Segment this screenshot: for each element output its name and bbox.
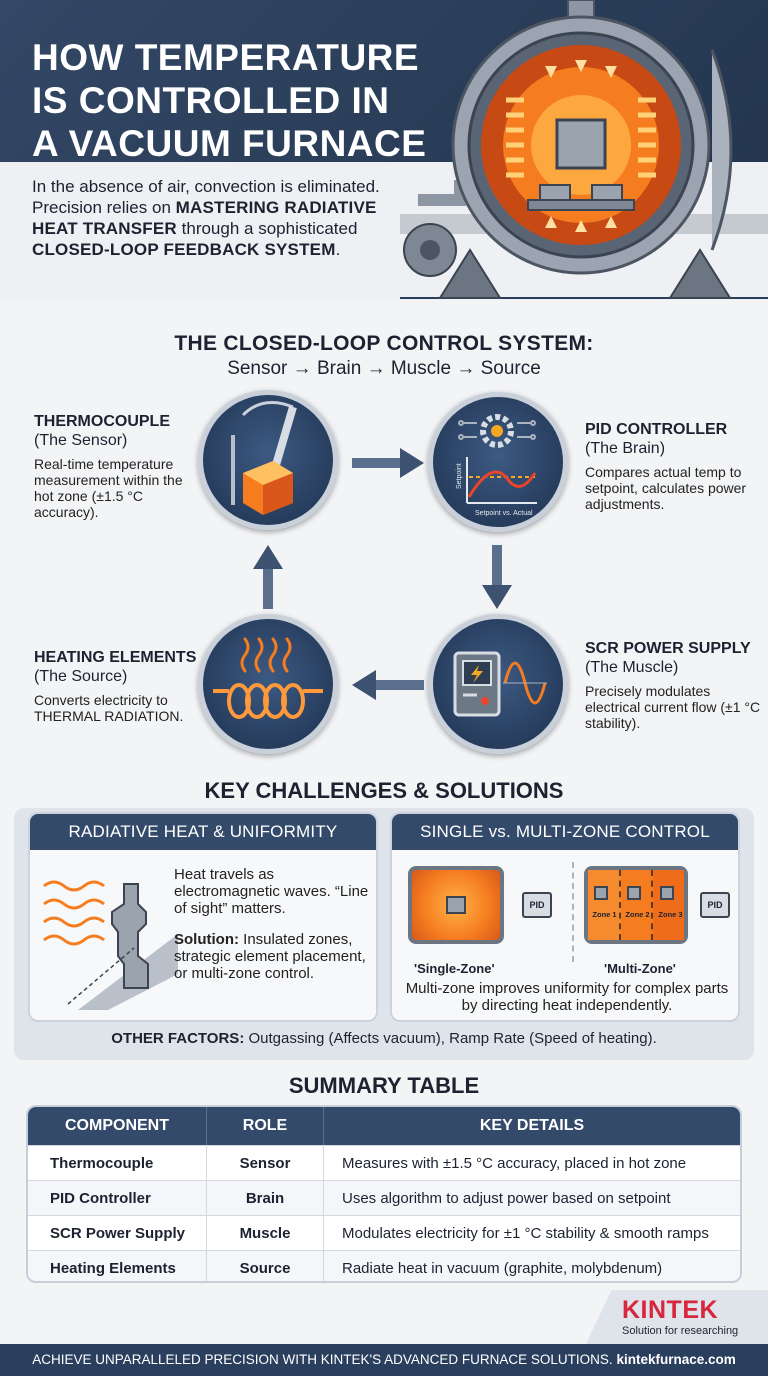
arrow-left-icon — [352, 670, 424, 700]
zone-control-panel-title: SINGLE vs. MULTI-ZONE CONTROL — [392, 814, 738, 850]
svg-text:Setpoint: Setpoint — [456, 463, 463, 489]
table-row: Heating Elements Source Radiate heat in … — [28, 1250, 740, 1281]
arrow-up-icon — [253, 545, 283, 609]
loop-section-subtitle: Sensor → Brain → Muscle → Source — [227, 358, 541, 379]
single-zone-diagram: PID — [404, 866, 554, 952]
scr-power-supply-icon — [428, 614, 568, 754]
footer-link[interactable]: kintekfurnace.com — [616, 1352, 736, 1367]
brand-logo: KINTEK — [622, 1296, 719, 1324]
vacuum-furnace-illustration — [400, 0, 768, 299]
pid-controller-label: PID CONTROLLER (The Brain) Compares actu… — [585, 421, 747, 512]
summary-table-title: SUMMARY TABLE — [288, 1073, 480, 1098]
heating-elements-label: HEATING ELEMENTS (The Source) Converts e… — [34, 649, 197, 724]
challenges-title: KEY CHALLENGES & SOLUTIONS — [204, 778, 564, 803]
page-title: HOW TEMPERATURE IS CONTROLLED IN A VACUU… — [32, 37, 427, 164]
multi-zone-label: 'Multi-Zone' — [604, 961, 676, 976]
scr-power-supply-label: SCR POWER SUPPLY (The Muscle) Precisely … — [585, 640, 761, 731]
table-row: PID Controller Brain Uses algorithm to a… — [28, 1180, 740, 1215]
zone-control-panel: SINGLE vs. MULTI-ZONE CONTROL PID 'Singl… — [390, 812, 740, 1022]
radiative-heat-panel: RADIATIVE HEAT & UNIFORMITY Heat travels… — [28, 812, 378, 1022]
loop-section-title: THE CLOSED-LOOP CONTROL SYSTEM: — [174, 332, 594, 355]
table-header-row: COMPONENT ROLE KEY DETAILS — [28, 1107, 740, 1145]
intro-text: In the absence of air, convection is eli… — [32, 177, 380, 259]
single-zone-label: 'Single-Zone' — [414, 961, 495, 976]
footer-banner: ACHIEVE UNPARALLELED PRECISION WITH KINT… — [0, 1344, 768, 1376]
heating-elements-icon — [198, 614, 338, 754]
thermocouple-label: THERMOCOUPLE (The Sensor) Real-time temp… — [34, 413, 183, 520]
divider — [572, 862, 574, 962]
brand-box — [586, 1290, 768, 1344]
brand-tagline: Solution for researching — [622, 1325, 739, 1337]
summary-table: COMPONENT ROLE KEY DETAILS Thermocouple … — [26, 1105, 742, 1283]
radiative-waves-icon — [43, 880, 178, 1010]
radiative-heat-panel-title: RADIATIVE HEAT & UNIFORMITY — [30, 814, 376, 850]
other-factors: OTHER FACTORS: Outgassing (Affects vacuu… — [111, 1030, 657, 1047]
svg-text:Setpoint vs. Actual: Setpoint vs. Actual — [475, 510, 533, 517]
table-row: SCR Power Supply Muscle Modulates electr… — [28, 1215, 740, 1250]
pid-display: PID — [700, 892, 730, 918]
radiative-heat-text: Heat travels as electromagnetic waves. “… — [174, 866, 369, 982]
table-row: Thermocouple Sensor Measures with ±1.5 °… — [28, 1145, 740, 1180]
thermocouple-icon — [198, 390, 338, 530]
zone-control-text: Multi-zone improves uniformity for compl… — [405, 980, 729, 1014]
header: HOW TEMPERATURE IS CONTROLLED IN A VACUU… — [0, 0, 768, 300]
arrow-down-icon — [482, 545, 512, 609]
arrow-right-icon — [352, 448, 424, 478]
pid-display: PID — [522, 892, 552, 918]
multi-zone-diagram: Zone 1 Zone 2 Zone 3 PID — [584, 866, 738, 952]
pid-controller-icon: Setpoint Setpoint vs. Actual — [428, 392, 568, 532]
